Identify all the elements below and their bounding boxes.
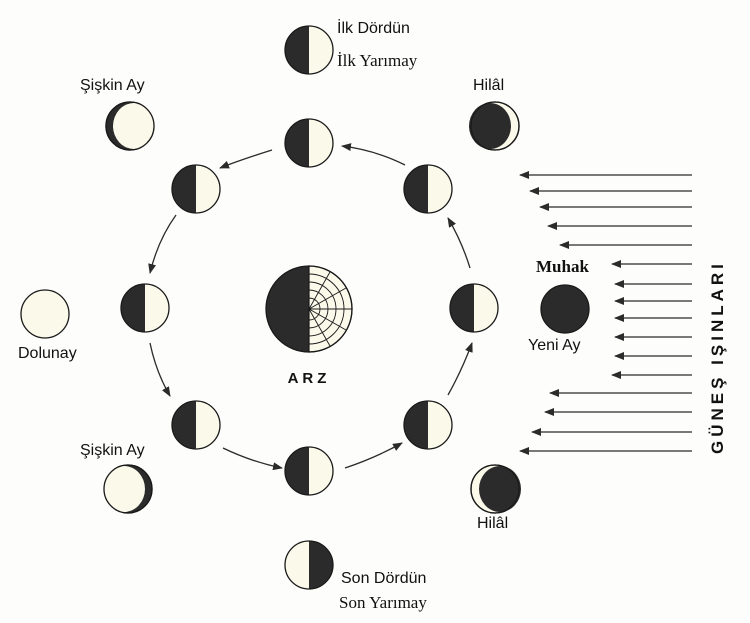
earth-label: ARZ — [288, 370, 331, 387]
waning-crescent-label: Hilâl — [477, 515, 508, 532]
outer-phase-views — [20, 25, 590, 590]
orbit-arrow — [148, 214, 177, 274]
conjunction-label: Muhak — [536, 257, 589, 276]
orbit-moons — [120, 118, 499, 496]
orbit-arrow — [447, 342, 473, 396]
orbit-arrow — [219, 149, 273, 169]
new-moon-label: Yeni Ay — [528, 337, 581, 354]
full-moon — [20, 289, 70, 339]
first-quarter-label: İlk Dördün — [337, 18, 410, 37]
orbit-arrow — [341, 143, 406, 166]
orbit-arrow — [149, 342, 171, 397]
orbit-moon — [284, 446, 334, 496]
orbit-arrow — [447, 217, 471, 269]
last-quarter-label: Son Dördün — [341, 570, 426, 587]
last-quarter-moon — [284, 540, 334, 590]
orbit-moon — [403, 164, 453, 214]
orbit-moon — [120, 283, 170, 333]
orbit-arrow — [344, 442, 403, 469]
waning-crescent-moon — [470, 464, 521, 514]
waxing-crescent-moon — [469, 101, 520, 151]
waxing-gibbous-moon — [105, 101, 155, 151]
sun-rays-label: GÜNEŞ IŞINLARI — [708, 260, 727, 454]
full-moon-label: Dolunay — [18, 345, 77, 362]
earth — [265, 265, 353, 353]
orbit-moon — [403, 400, 453, 450]
waning-gibbous-moon — [103, 464, 153, 514]
orbit-arrow — [222, 447, 283, 471]
new-moon — [540, 284, 590, 334]
orbit-moon — [171, 400, 221, 450]
waning-gibbous-label: Şişkin Ay — [80, 442, 145, 459]
earth-night-half — [266, 266, 309, 352]
waxing-crescent-label: Hilâl — [473, 77, 504, 94]
orbit-moon — [284, 118, 334, 168]
waxing-gibbous-label: Şişkin Ay — [80, 77, 145, 94]
first-quarter-label-alt: İlk Yarımay — [337, 51, 418, 70]
first-quarter-moon — [284, 25, 334, 75]
orbit-moon — [171, 164, 221, 214]
orbit-moon — [449, 283, 499, 333]
last-quarter-label-alt: Son Yarımay — [339, 593, 427, 612]
sun-rays — [519, 171, 692, 455]
orbit-arrows — [148, 143, 473, 471]
earth-grid-lines — [308, 266, 352, 352]
